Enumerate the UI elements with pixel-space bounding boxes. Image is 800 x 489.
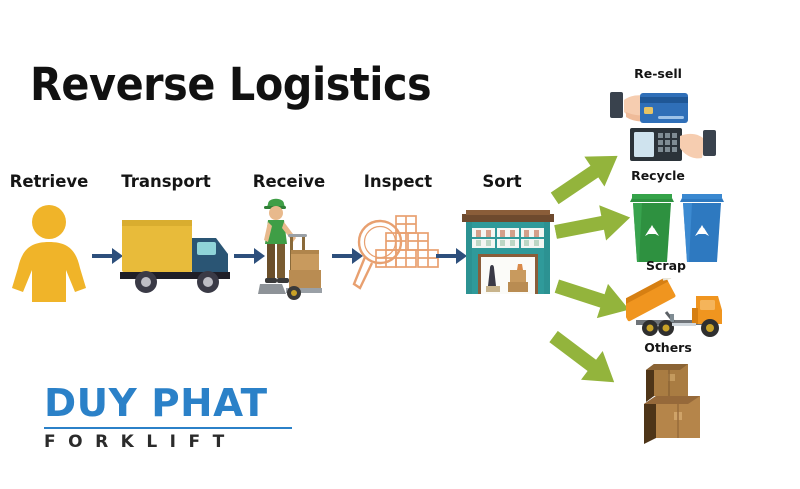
credit-card-pos-icon xyxy=(606,88,726,163)
stage-label-inspect: Inspect xyxy=(363,172,433,191)
worker-hand-truck-icon xyxy=(258,192,330,307)
person-icon xyxy=(8,204,90,304)
warehouse-icon xyxy=(460,206,556,298)
fan-arrow-others xyxy=(540,322,625,400)
outcome-label-scrap: Scrap xyxy=(646,258,686,273)
cardboard-boxes-icon xyxy=(634,360,720,444)
connector-arrow-4 xyxy=(436,246,468,271)
stage-label-receive: Receive xyxy=(252,172,326,191)
stage-label-transport: Transport xyxy=(121,172,211,191)
connector-arrow-2 xyxy=(234,246,266,271)
fan-arrow-resell xyxy=(545,141,631,217)
fan-arrow-scrap xyxy=(550,269,635,331)
connector-arrow-1 xyxy=(92,246,124,271)
outcome-label-others: Others xyxy=(644,340,692,355)
dump-truck-icon xyxy=(618,270,736,340)
logo-divider xyxy=(44,427,292,429)
fan-arrow-recycle xyxy=(552,200,634,255)
stage-label-retrieve: Retrieve xyxy=(9,172,89,191)
magnifying-glass-boxes-icon xyxy=(352,206,448,300)
logo-wordmark: DUY PHAT xyxy=(44,381,268,425)
outcome-label-re-sell: Re-sell xyxy=(634,66,682,81)
logo: DUY PHAT FORKLIFT xyxy=(44,384,292,451)
box-truck-icon xyxy=(120,214,232,300)
logo-tagline: FORKLIFT xyxy=(44,432,237,452)
stage-label-sort: Sort xyxy=(482,172,522,191)
outcome-label-recycle: Recycle xyxy=(631,168,685,183)
connector-arrow-3 xyxy=(332,246,364,271)
recycle-bins-icon xyxy=(628,190,728,266)
page-title: Reverse Logistics xyxy=(30,58,432,111)
